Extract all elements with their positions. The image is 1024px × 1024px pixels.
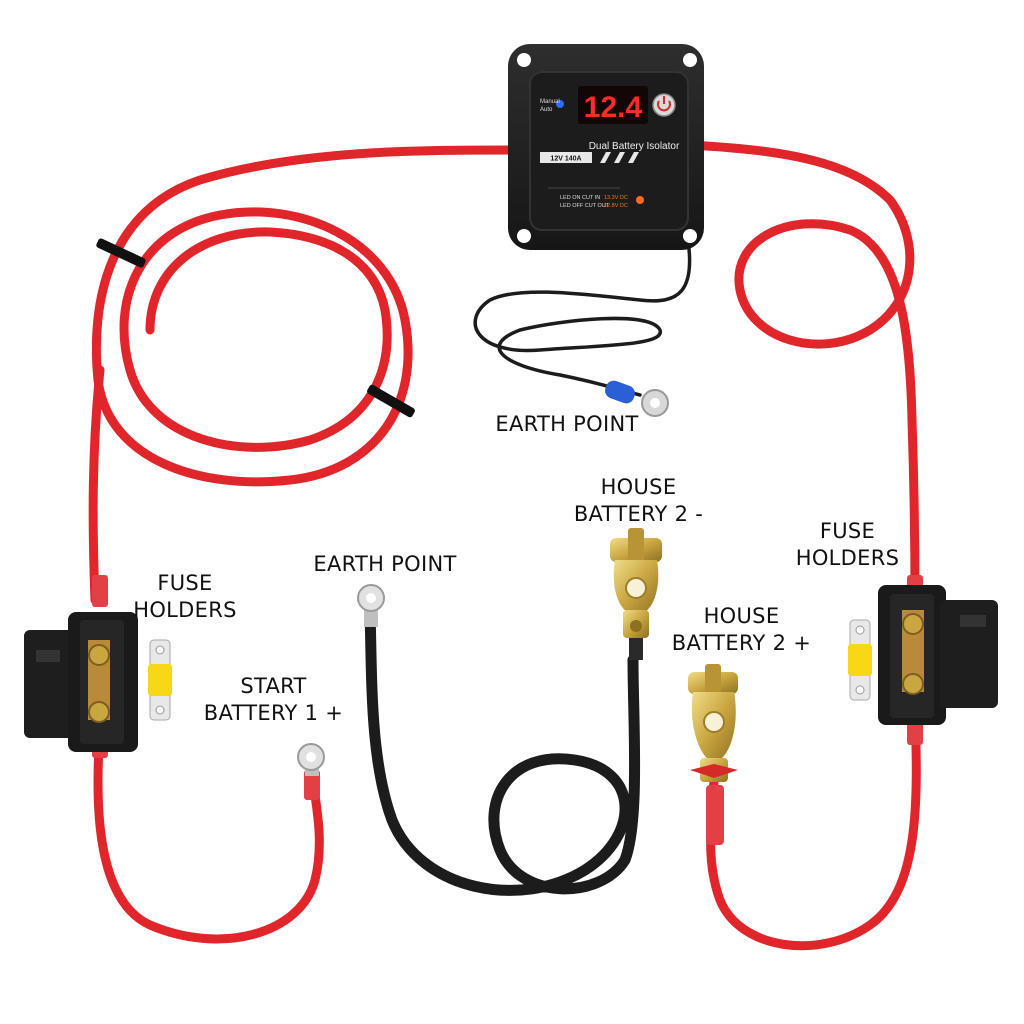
fuse-left-line-2: HOLDERS — [133, 598, 237, 622]
black-earth-wire-top — [473, 238, 692, 397]
display-value: 12.4 — [584, 91, 643, 124]
fuse-right-line-1: FUSE — [819, 519, 876, 543]
label-fuse-holders-right: FUSE HOLDERS — [790, 518, 905, 572]
fuse-holder-left — [24, 612, 138, 752]
label-earth-point-middle: EARTH POINT — [298, 551, 472, 578]
fuse-holder-right — [878, 585, 998, 725]
label-house-battery-positive: HOUSE BATTERY 2 + — [664, 603, 819, 657]
led-display — [578, 86, 648, 124]
stripe-decoration — [600, 152, 639, 163]
fuse-left-line-1: FUSE — [157, 571, 213, 595]
status-led-icon — [636, 196, 644, 204]
led-off-label: LED OFF CUT OUT — [560, 203, 610, 209]
red-cable-left-lead — [93, 725, 324, 944]
fuse-left — [148, 639, 172, 721]
house-pos-line-1: HOUSE — [703, 604, 780, 628]
house-neg-line-2: BATTERY 2 - — [573, 502, 704, 526]
earth-point-middle-text: EARTH POINT — [313, 552, 457, 576]
black-earth-cable-main — [364, 604, 641, 896]
battery-clamp-negative — [610, 528, 662, 660]
mode-label-manual: Manual — [540, 99, 560, 105]
led-on-label: LED ON CUT IN — [560, 195, 600, 201]
device-rating: 12V 140A — [550, 156, 581, 163]
label-start-battery: START BATTERY 1 + — [196, 673, 351, 727]
power-icon — [657, 100, 671, 112]
earth-point-top-text: EARTH POINT — [495, 412, 639, 436]
device-title: Dual Battery Isolator — [589, 141, 680, 152]
mode-indicator-icon — [556, 100, 564, 108]
fuse-right-line-2: HOLDERS — [795, 546, 900, 570]
fuse-right — [848, 619, 872, 701]
led-off-value: 12.8V DC — [604, 203, 628, 209]
house-pos-line-2: BATTERY 2 + — [671, 631, 812, 655]
label-house-battery-negative: HOUSE BATTERY 2 - — [556, 474, 721, 528]
ring-terminal-earth-middle — [357, 584, 385, 627]
power-button[interactable] — [652, 93, 676, 117]
start-battery-line-1: START — [240, 674, 307, 698]
label-fuse-holders-left: FUSE HOLDERS — [130, 570, 240, 624]
red-cable-right-coil — [685, 140, 920, 605]
house-neg-line-1: HOUSE — [600, 475, 677, 499]
cable-ties — [96, 238, 415, 418]
battery-clamp-positive — [688, 664, 738, 782]
ring-terminal-start-battery — [297, 743, 325, 776]
red-cable-right-lead — [706, 705, 921, 951]
mode-label-auto: Auto — [540, 107, 553, 113]
ring-terminal-earth-top — [605, 380, 669, 417]
red-cable-left-coil — [88, 145, 517, 605]
start-battery-line-2: BATTERY 1 + — [203, 701, 344, 725]
led-on-value: 13.3V DC — [604, 195, 628, 201]
dual-battery-isolator: 12.4 Manual Auto Dual Battery Isolator 1… — [508, 44, 704, 250]
label-earth-point-top: EARTH POINT — [478, 411, 656, 438]
